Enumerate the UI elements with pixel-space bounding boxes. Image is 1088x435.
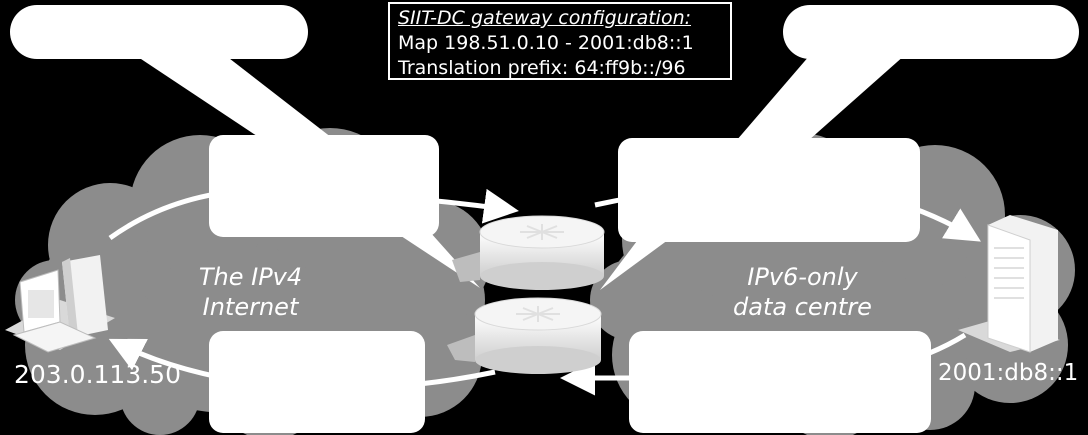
ipv4-host-address: 203.0.113.50 <box>14 360 181 389</box>
packet-box-bottom-right <box>629 331 931 433</box>
ipv4-cloud-label: The IPv4 Internet <box>168 262 333 322</box>
ipv4-cloud-label-line2: Internet <box>168 292 333 322</box>
ipv4-cloud-label-line1: The IPv4 <box>168 262 333 292</box>
left-speech-bubble <box>10 5 345 148</box>
ipv6-host-address: 2001:db8::1 <box>938 360 1078 386</box>
right-speech-bubble <box>730 5 1079 148</box>
ipv6-cloud-label-line1: IPv6-only <box>705 262 900 292</box>
packet-box-bottom-left <box>209 331 425 433</box>
gateway-config-title: SIIT-DC gateway configuration: <box>398 6 722 31</box>
gateway-config-prefix: Translation prefix: 64:ff9b::/96 <box>398 56 722 81</box>
gateway-config-mapping: Map 198.51.0.10 - 2001:db8::1 <box>398 31 722 56</box>
ipv6-cloud-label: IPv6-only data centre <box>705 262 900 322</box>
ipv6-cloud-label-line2: data centre <box>705 292 900 322</box>
gateway-config-box: SIIT-DC gateway configuration: Map 198.5… <box>388 2 732 80</box>
